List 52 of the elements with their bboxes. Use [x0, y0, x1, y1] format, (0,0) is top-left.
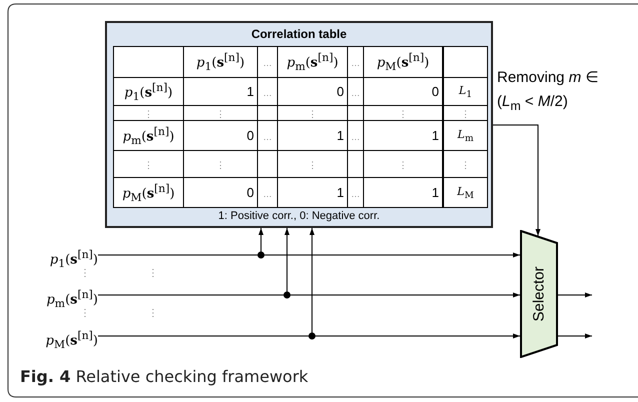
ellipsis-mark: ⋮: [148, 307, 158, 319]
ellipsis-mark: ⋮: [461, 109, 470, 119]
ellipsis-mark: …: [351, 132, 360, 142]
cell-value: 1: [246, 84, 254, 99]
ellipsis-mark: ⋮: [308, 109, 317, 119]
cell-value: L$_{m}$: [458, 128, 474, 144]
input-label: p$_{1}$(s$^{[n]}$): [30, 244, 98, 266]
cell-value: 1: [336, 185, 344, 200]
panel-note: 1: Positive corr., 0: Negative corr.: [217, 210, 381, 222]
row-header: p$_{m}$(s$^{[n]}$): [122, 124, 174, 146]
ellipsis-mark: …: [351, 88, 360, 98]
cell-value: 0: [336, 84, 344, 99]
cell-value: 1: [336, 128, 344, 143]
arrow: [558, 334, 592, 338]
cell-value: 0: [432, 84, 439, 99]
column-header: p$_{M}$(s$^{[n]}$): [376, 51, 430, 73]
ellipsis-mark: …: [263, 188, 272, 198]
ellipsis-mark: ⋮: [144, 160, 153, 170]
edge-label: Removing m ∈ (L$_{m}$ < M/2): [497, 68, 600, 115]
ellipsis-mark: …: [263, 88, 272, 98]
row-header: p$_{M}$(s$^{[n]}$): [122, 182, 175, 204]
ellipsis-mark: ⋮: [216, 160, 225, 170]
input-label: p$_{M}$(s$^{[n]}$): [30, 325, 98, 347]
selector-trapezoid: Selector: [520, 230, 558, 358]
column-header: p$_{1}$(s$^{[n]}$): [196, 51, 245, 73]
ellipsis-mark: ⋮: [461, 160, 470, 170]
ellipsis-mark: …: [263, 132, 272, 142]
cell-value: 1: [432, 185, 439, 200]
ellipsis-mark: ⋮: [144, 109, 153, 119]
cell-value: L$_{1}$: [458, 84, 472, 100]
ellipsis-mark: ⋮: [216, 109, 225, 119]
figure-caption: Fig. 4 Relative checking framework: [20, 367, 308, 386]
arrow: [492, 124, 540, 236]
ellipsis-mark: ⋮: [308, 160, 317, 170]
input-label: p$_{m}$(s$^{[n]}$): [30, 284, 98, 306]
table-panel: [105, 21, 493, 228]
ellipsis-mark: ⋮: [80, 307, 90, 319]
panel-title: Correlation table: [250, 27, 348, 41]
arrow: [558, 292, 592, 298]
ellipsis-mark: ⋮: [80, 267, 90, 279]
ellipsis-mark: ⋮: [398, 160, 408, 170]
ellipsis-mark: …: [263, 58, 272, 68]
ellipsis-mark: ⋮: [148, 267, 158, 279]
row-header: p$_{1}$(s$^{[n]}$): [124, 80, 173, 102]
ellipsis-mark: …: [351, 188, 360, 198]
cell-value: 0: [246, 128, 254, 143]
cell-value: 1: [432, 128, 439, 143]
cell-value: 0: [246, 185, 254, 200]
ellipsis-mark: ⋮: [398, 109, 408, 119]
column-header: p$_{m}$(s$^{[n]}$): [286, 51, 338, 73]
cell-value: L$_{M}$: [457, 184, 474, 202]
ellipsis-mark: …: [351, 58, 360, 68]
